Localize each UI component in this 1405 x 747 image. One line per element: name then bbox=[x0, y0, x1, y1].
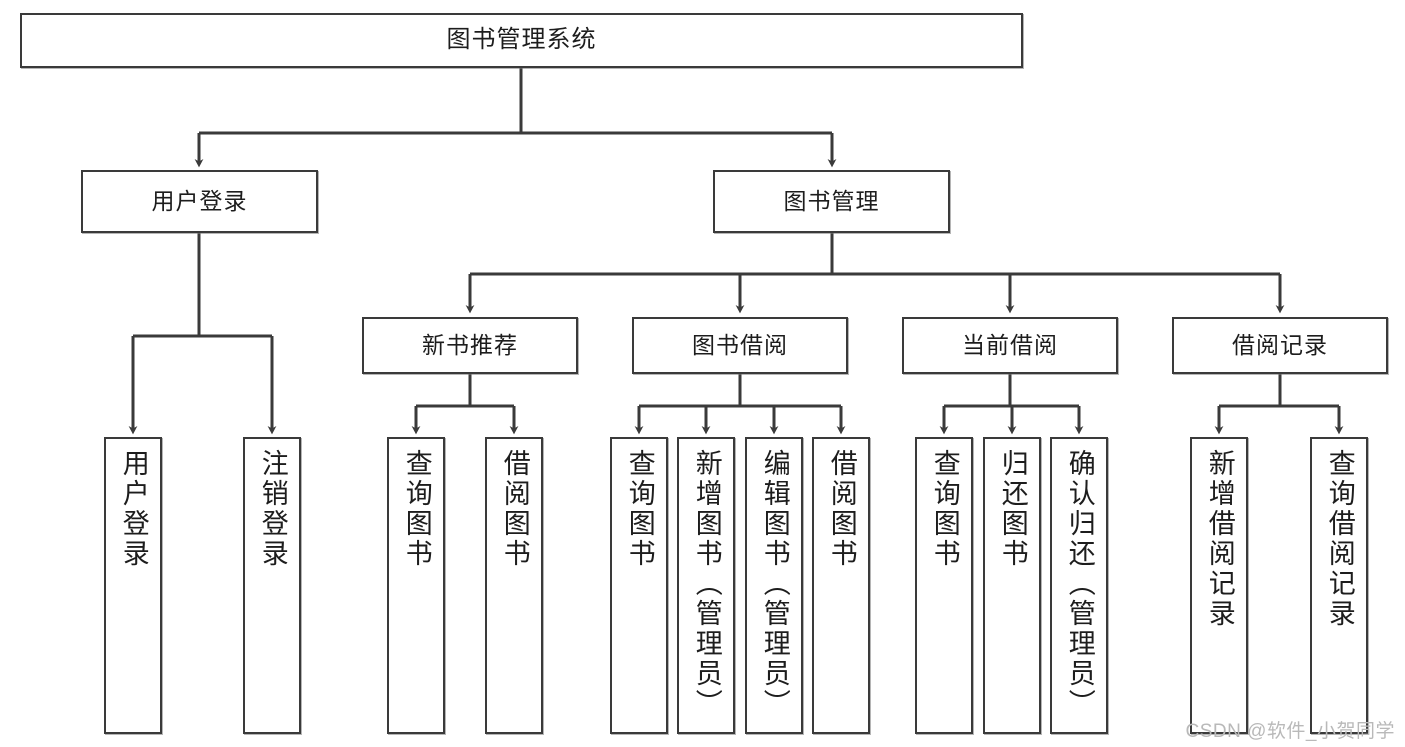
node-user-login-label: 用户登录 bbox=[151, 187, 248, 214]
node-leaf-borrow-book-2-label: 借阅图书 bbox=[826, 449, 857, 569]
node-borrow-record[interactable]: 借阅记录 bbox=[1172, 317, 1388, 374]
node-leaf-query-record[interactable]: 查询借阅记录 bbox=[1310, 437, 1368, 734]
node-leaf-return-book[interactable]: 归还图书 bbox=[983, 437, 1041, 734]
node-leaf-query-book-2-label: 查询图书 bbox=[624, 449, 655, 569]
node-book-management[interactable]: 图书管理 bbox=[713, 170, 950, 233]
node-borrow-record-label: 借阅记录 bbox=[1232, 331, 1328, 358]
node-leaf-query-record-label: 查询借阅记录 bbox=[1324, 449, 1355, 629]
node-leaf-logout-label: 注销登录 bbox=[257, 449, 288, 569]
node-leaf-confirm-return[interactable]: 确认归还（管理员） bbox=[1050, 437, 1108, 734]
node-leaf-borrow-book-1[interactable]: 借阅图书 bbox=[485, 437, 543, 734]
node-leaf-add-book-label: 新增图书（管理员） bbox=[691, 449, 722, 719]
node-leaf-add-record[interactable]: 新增借阅记录 bbox=[1190, 437, 1248, 734]
watermark: CSDN @软件_小贺同学 bbox=[1185, 721, 1395, 742]
node-leaf-query-book-2[interactable]: 查询图书 bbox=[610, 437, 668, 734]
node-book-borrow-label: 图书借阅 bbox=[692, 331, 788, 358]
node-leaf-edit-book-label: 编辑图书（管理员） bbox=[759, 449, 790, 719]
node-leaf-borrow-book-1-label: 借阅图书 bbox=[499, 449, 530, 569]
node-leaf-add-book[interactable]: 新增图书（管理员） bbox=[677, 437, 735, 734]
node-leaf-query-book-1[interactable]: 查询图书 bbox=[387, 437, 445, 734]
node-new-book-recommend-label: 新书推荐 bbox=[422, 331, 518, 358]
node-leaf-confirm-return-label: 确认归还（管理员） bbox=[1064, 449, 1095, 719]
node-leaf-query-book-3-label: 查询图书 bbox=[929, 449, 960, 569]
node-leaf-user-login[interactable]: 用户登录 bbox=[104, 437, 162, 734]
node-leaf-borrow-book-2[interactable]: 借阅图书 bbox=[812, 437, 870, 734]
node-leaf-edit-book[interactable]: 编辑图书（管理员） bbox=[745, 437, 803, 734]
node-leaf-return-book-label: 归还图书 bbox=[997, 449, 1028, 569]
node-user-login[interactable]: 用户登录 bbox=[81, 170, 318, 233]
node-book-borrow[interactable]: 图书借阅 bbox=[632, 317, 848, 374]
node-leaf-user-login-label: 用户登录 bbox=[118, 449, 149, 569]
node-root[interactable]: 图书管理系统 bbox=[20, 13, 1023, 68]
node-root-label: 图书管理系统 bbox=[446, 26, 597, 54]
node-leaf-logout[interactable]: 注销登录 bbox=[243, 437, 301, 734]
node-current-borrow[interactable]: 当前借阅 bbox=[902, 317, 1118, 374]
node-leaf-query-book-1-label: 查询图书 bbox=[401, 449, 432, 569]
node-leaf-query-book-3[interactable]: 查询图书 bbox=[915, 437, 973, 734]
node-current-borrow-label: 当前借阅 bbox=[962, 331, 1058, 358]
node-leaf-add-record-label: 新增借阅记录 bbox=[1204, 449, 1235, 629]
node-new-book-recommend[interactable]: 新书推荐 bbox=[362, 317, 578, 374]
node-book-management-label: 图书管理 bbox=[783, 187, 880, 214]
